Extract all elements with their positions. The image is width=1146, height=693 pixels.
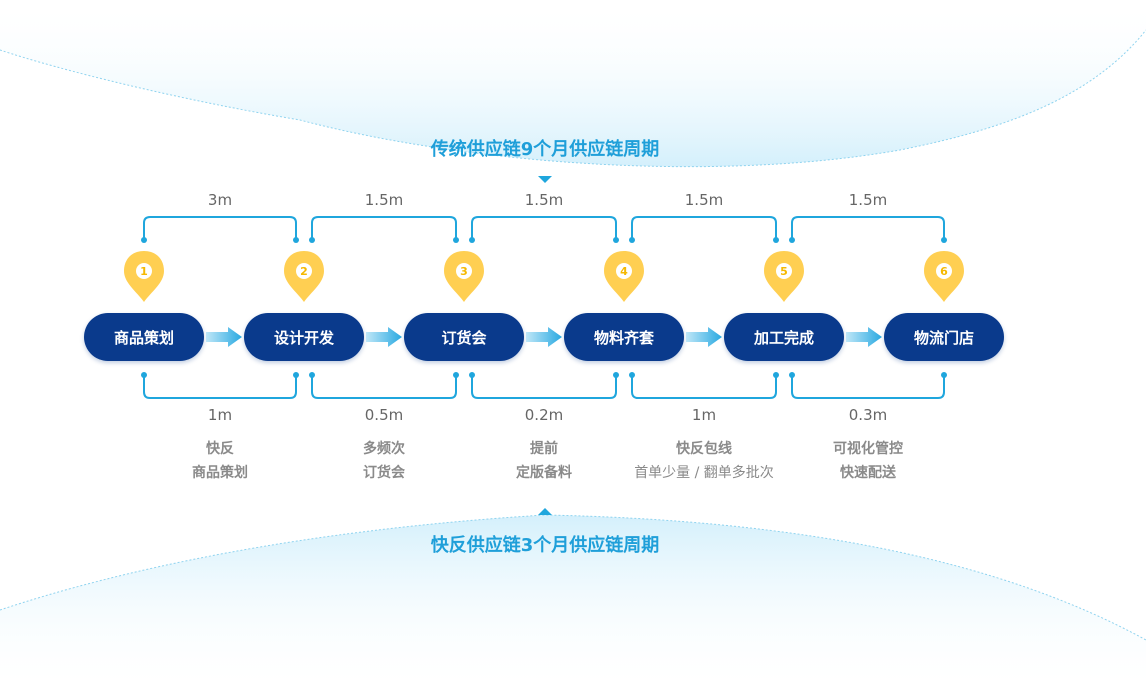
- step-4-marker: 4: [603, 250, 645, 304]
- traditional-bracket-4: [631, 216, 777, 240]
- traditional-bracket-1: [143, 216, 297, 240]
- fast-bracket-3-endpoint: [613, 372, 619, 378]
- fast-brackets: [141, 372, 947, 399]
- fast-note-1-title: 快反: [206, 441, 234, 457]
- traditional-cycle-title: 传统供应链9个月供应链周期: [430, 139, 660, 160]
- step-5-marker: 5: [763, 250, 805, 304]
- fast-bracket-2-endpoint: [309, 372, 315, 378]
- step-3-number: 3: [460, 265, 468, 278]
- step-arrow-icon: [206, 327, 242, 347]
- traditional-bracket-4-endpoint: [629, 237, 635, 243]
- fast-bracket-1-endpoint: [141, 372, 147, 378]
- fast-note-3-detail: 定版备料: [516, 465, 572, 481]
- fast-duration-1: 1m: [207, 406, 233, 424]
- traditional-bracket-2-endpoint: [453, 237, 459, 243]
- fast-bracket-1: [143, 375, 297, 399]
- step-2-number: 2: [300, 265, 308, 278]
- traditional-duration-1: 3m: [207, 191, 233, 209]
- step-4-number: 4: [620, 265, 628, 278]
- fast-note-5: 可视化管控 快速配送: [778, 437, 958, 485]
- fast-bracket-3-endpoint: [469, 372, 475, 378]
- step-1-marker: 1: [123, 250, 165, 304]
- traditional-brackets: [141, 216, 947, 243]
- step-1-number: 1: [140, 265, 148, 278]
- top-band-edge: [0, 29, 1146, 168]
- fast-duration-3: 0.2m: [524, 406, 564, 424]
- traditional-bracket-5-endpoint: [789, 237, 795, 243]
- fast-note-2-title: 多频次: [363, 441, 405, 457]
- traditional-duration-2: 1.5m: [364, 191, 404, 209]
- fast-note-4-title: 快反包线: [676, 441, 732, 457]
- step-5-pill: 加工完成: [724, 313, 844, 361]
- traditional-bracket-5: [791, 216, 945, 240]
- bottom-band: [0, 515, 1146, 693]
- bottom-band-pointer: [538, 508, 552, 515]
- traditional-bracket-2: [311, 216, 457, 240]
- fast-note-3-title: 提前: [530, 441, 558, 457]
- top-band-pointer: [538, 176, 552, 183]
- bottom-band-edge: [0, 514, 1146, 641]
- step-arrow-icon: [686, 327, 722, 347]
- fast-note-4-detail: 首单少量 / 翻单多批次: [634, 465, 774, 481]
- step-arrow-icon: [366, 327, 402, 347]
- traditional-bracket-5-endpoint: [941, 237, 947, 243]
- fast-bracket-2: [311, 375, 457, 399]
- step-1-pill: 商品策划: [84, 313, 204, 361]
- fast-bracket-2-endpoint: [453, 372, 459, 378]
- fast-note-5-detail: 快速配送: [840, 465, 896, 481]
- fast-note-5-title: 可视化管控: [833, 441, 903, 457]
- traditional-duration-5: 1.5m: [848, 191, 888, 209]
- step-3-marker: 3: [443, 250, 485, 304]
- top-band: [0, 0, 1146, 167]
- step-3-pill: 订货会: [404, 313, 524, 361]
- step-2-pill: 设计开发: [244, 313, 364, 361]
- fast-duration-4: 1m: [691, 406, 717, 424]
- fast-bracket-4-endpoint: [629, 372, 635, 378]
- step-4-pill: 物料齐套: [564, 313, 684, 361]
- fast-duration-2: 0.5m: [364, 406, 404, 424]
- fast-note-2: 多频次 订货会: [294, 437, 474, 485]
- step-6-pill: 物流门店: [884, 313, 1004, 361]
- fast-bracket-5-endpoint: [941, 372, 947, 378]
- traditional-bracket-3-endpoint: [469, 237, 475, 243]
- step-arrow-icon: [526, 327, 562, 347]
- fast-duration-5: 0.3m: [848, 406, 888, 424]
- step-arrow-icon: [846, 327, 882, 347]
- fast-bracket-5: [791, 375, 945, 399]
- fast-bracket-4-endpoint: [773, 372, 779, 378]
- step-2-marker: 2: [283, 250, 325, 304]
- traditional-duration-3: 1.5m: [524, 191, 564, 209]
- fast-note-1: 快反 商品策划: [130, 437, 310, 485]
- traditional-bracket-3: [471, 216, 617, 240]
- traditional-bracket-4-endpoint: [773, 237, 779, 243]
- fast-bracket-3: [471, 375, 617, 399]
- fast-cycle-title: 快反供应链3个月供应链周期: [430, 535, 660, 556]
- step-6-number: 6: [940, 265, 948, 278]
- step-6-marker: 6: [923, 250, 965, 304]
- step-5-number: 5: [780, 265, 788, 278]
- traditional-bracket-1-endpoint: [293, 237, 299, 243]
- fast-note-3: 提前 定版备料: [454, 437, 634, 485]
- fast-note-2-detail: 订货会: [363, 465, 405, 481]
- traditional-bracket-2-endpoint: [309, 237, 315, 243]
- traditional-bracket-1-endpoint: [141, 237, 147, 243]
- fast-note-4: 快反包线 首单少量 / 翻单多批次: [614, 437, 794, 485]
- fast-bracket-4: [631, 375, 777, 399]
- traditional-duration-4: 1.5m: [684, 191, 724, 209]
- fast-bracket-1-endpoint: [293, 372, 299, 378]
- fast-bracket-5-endpoint: [789, 372, 795, 378]
- fast-note-1-detail: 商品策划: [192, 465, 248, 481]
- traditional-bracket-3-endpoint: [613, 237, 619, 243]
